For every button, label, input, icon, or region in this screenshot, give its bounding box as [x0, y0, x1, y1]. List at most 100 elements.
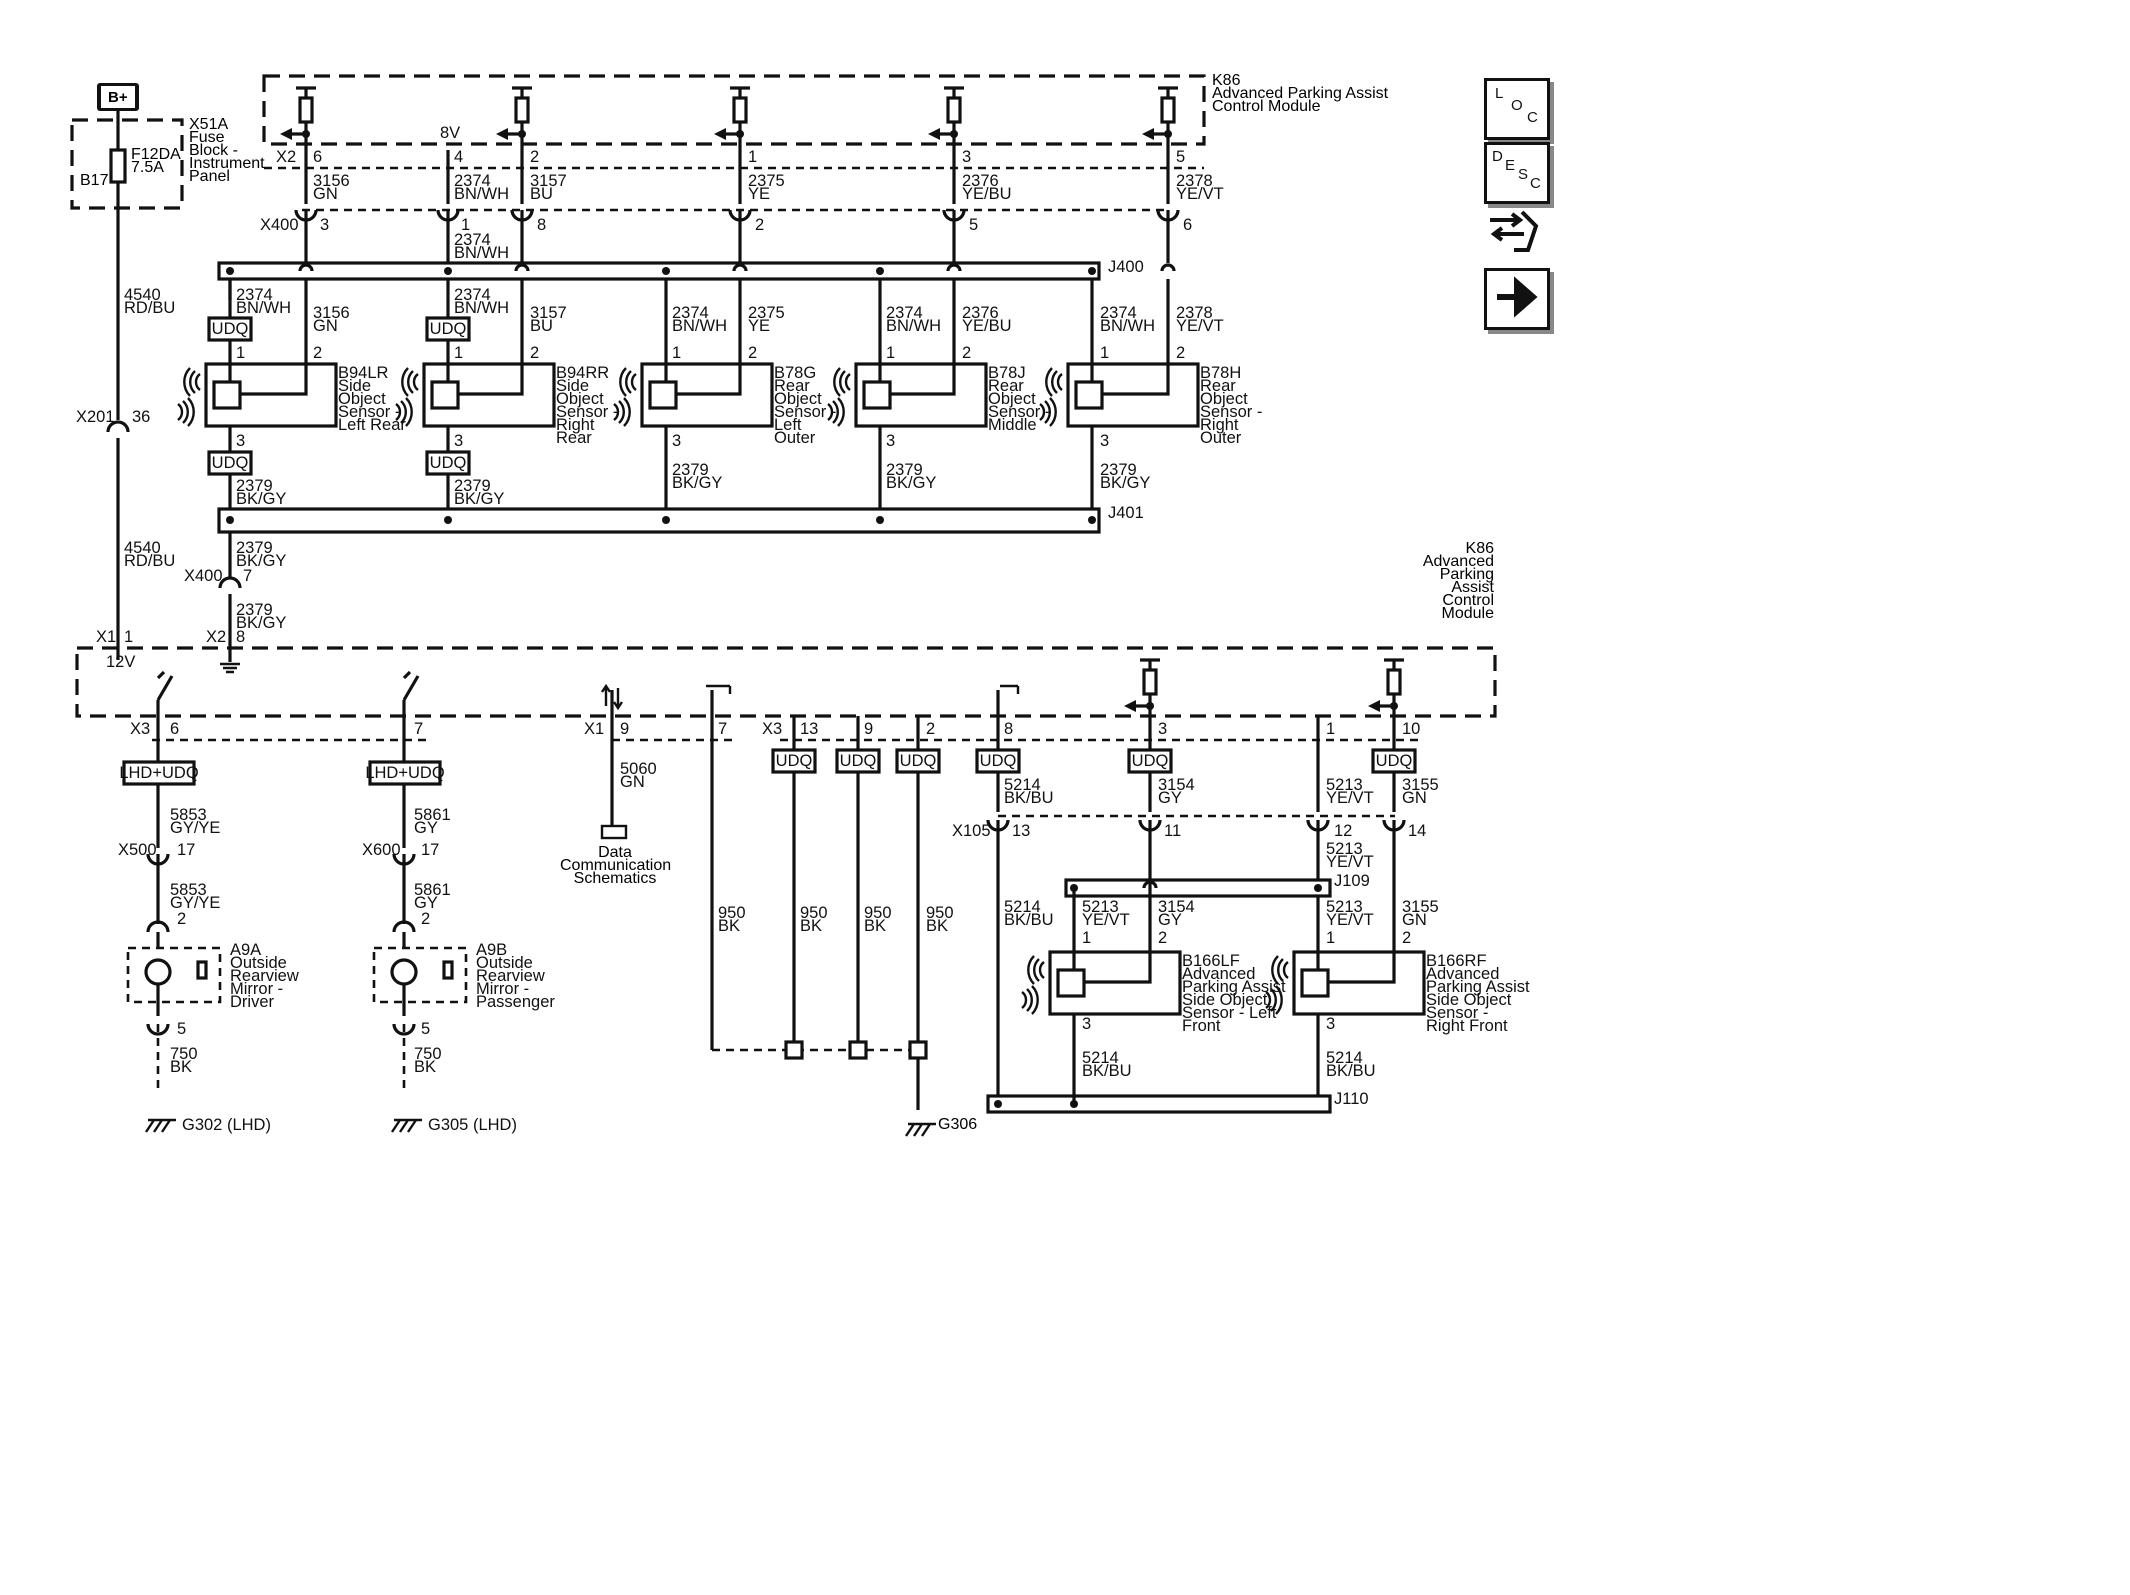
- connector-tools-icon[interactable]: [1484, 206, 1544, 256]
- splice-dot: [662, 267, 670, 275]
- pullup-resistor: [1142, 668, 1158, 696]
- splice-dot: [1070, 1100, 1078, 1108]
- k86-bottom-outline: [75, 646, 1497, 718]
- wire-label: X3: [130, 720, 150, 738]
- bidirectional-arrow-icon: [601, 683, 623, 711]
- sensor-wave-icon: [1051, 370, 1058, 394]
- wire-label: 2: [1402, 929, 1411, 947]
- wire-label: 3: [1158, 720, 1167, 738]
- wire-label: 12V: [106, 653, 135, 671]
- j401-splice: [217, 507, 1101, 534]
- rear-sensor-3-element: [648, 380, 678, 410]
- sensor-wave-icon: [844, 373, 851, 391]
- ground-splice: [784, 1040, 804, 1060]
- sensor-wave-icon: [400, 400, 407, 424]
- next-page-button[interactable]: [1484, 268, 1550, 330]
- pullup-resistor: [1160, 96, 1176, 124]
- splice-dot: [994, 1100, 1002, 1108]
- wire-label: 1: [461, 216, 470, 234]
- udq-label: UDQ: [900, 752, 937, 770]
- fuse-pin: B17: [80, 172, 109, 189]
- wire-label: 7: [718, 720, 727, 738]
- sensor-wave-icon: [1271, 955, 1279, 985]
- rear-sensor-4-element: [862, 380, 892, 410]
- sensor-wave-icon: [1027, 955, 1035, 985]
- mirror-motor-icon: [390, 958, 418, 986]
- wire: [944, 86, 964, 98]
- wire-label: 9: [864, 720, 873, 738]
- sensor-wave-icon: [194, 373, 201, 391]
- wire-label: 12: [1334, 822, 1352, 840]
- wire-label: 3: [236, 432, 245, 450]
- k86-top-outline: [262, 74, 1206, 146]
- lhd-udq-label: LHD+UDQ: [365, 764, 444, 782]
- splice-dot: [662, 516, 670, 524]
- splice-dot: [876, 516, 884, 524]
- sensor-wave-icon: [1282, 961, 1289, 979]
- wire-crossover: [298, 263, 314, 272]
- splice-dot: [226, 267, 234, 275]
- wire-label: 3: [1082, 1015, 1091, 1033]
- sensor-wave-icon: [827, 403, 834, 421]
- sensor-wave-icon: [1026, 988, 1033, 1012]
- wire: [1328, 952, 1396, 984]
- front-sensor-lf-element: [1056, 968, 1086, 998]
- wire-label: 2: [1176, 344, 1185, 362]
- splice-dot: [1070, 884, 1078, 892]
- pullup-resistor: [1386, 668, 1402, 696]
- sensor-wave-icon: [1045, 367, 1053, 397]
- wire-label: X105: [952, 822, 991, 840]
- data-comm-link[interactable]: Data Communication Schematics: [560, 844, 672, 887]
- sensor-wave-icon: [1038, 961, 1045, 979]
- splice-dot: [1314, 884, 1322, 892]
- sensor-wave-icon: [182, 400, 189, 424]
- wire-label: 5: [969, 216, 978, 234]
- splice-dot: [1088, 267, 1096, 275]
- signal-arrow: [496, 128, 508, 140]
- wire-label: 2: [962, 344, 971, 362]
- sensor-wave-icon: [1039, 403, 1046, 421]
- wire-label: 6: [170, 720, 179, 738]
- wire-label: 2: [421, 910, 430, 928]
- wire: [240, 364, 308, 396]
- signal-arrow: [928, 128, 940, 140]
- k86-bottom-name: K86 Advanced Parking Assist Control Modu…: [1422, 540, 1494, 622]
- wire-label: X2: [206, 628, 226, 646]
- splice-dot: [226, 516, 234, 524]
- wire-label: 1: [236, 344, 245, 362]
- bplus-label: B+: [108, 89, 128, 106]
- sensor-wave-icon: [618, 400, 625, 424]
- wire-label: 2: [1158, 929, 1167, 947]
- wire-label: 17: [421, 841, 439, 859]
- wire-label: 3: [886, 432, 895, 450]
- wire-label: 2: [313, 344, 322, 362]
- wire-label: J109: [1334, 872, 1370, 890]
- wire: [706, 684, 732, 694]
- wire-label: 1: [1326, 720, 1335, 738]
